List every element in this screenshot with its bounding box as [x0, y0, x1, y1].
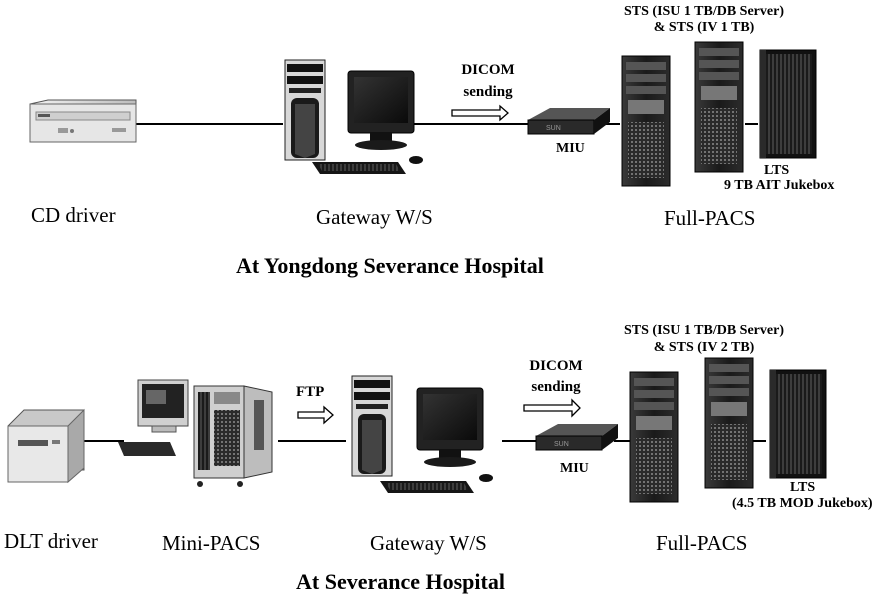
lts-label-2-line2: (4.5 TB MOD Jukebox) [732, 496, 873, 511]
miu-device-icon-2 [535, 423, 619, 451]
cd-driver-label: CD driver [31, 203, 116, 227]
lts-jukebox-icon-2 [769, 369, 827, 479]
dicom-label-2-line1: DICOM [529, 358, 583, 374]
minipacs-label: Mini-PACS [162, 531, 261, 555]
gateway-workstation-icon [284, 59, 423, 174]
gateway-label: Gateway W/S [316, 205, 433, 229]
lts-label-2-line1: LTS [790, 480, 816, 495]
dicom-arrow-icon [451, 104, 509, 122]
miu-device-icon [527, 107, 611, 135]
sts-label-line1: STS (ISU 1 TB/DB Server) [624, 4, 784, 19]
gateway-label-2: Gateway W/S [370, 531, 487, 555]
sts-servers-icon-2 [629, 357, 754, 503]
lts-label-line2: 9 TB AIT Jukebox [724, 178, 835, 193]
top-caption: At Yongdong Severance Hospital [236, 253, 544, 278]
sts-servers-icon [621, 41, 744, 187]
dlt-drive-icon [7, 408, 85, 484]
bottom-caption: At Severance Hospital [296, 569, 505, 594]
cd-drive-icon [29, 99, 137, 143]
sts-label-2-line1: STS (ISU 1 TB/DB Server) [624, 323, 784, 338]
dicom-label-line2: sending [463, 84, 513, 100]
sts-label-2-line2: & STS (IV 2 TB) [653, 340, 755, 355]
fullpacs-label: Full-PACS [664, 206, 756, 230]
miu-label: MIU [556, 141, 585, 156]
dicom-label-2-line2: sending [531, 379, 581, 395]
ftp-arrow-icon [297, 405, 334, 425]
dlt-driver-label: DLT driver [4, 529, 98, 553]
gateway-workstation-icon-2 [351, 375, 493, 493]
mini-pacs-icon [118, 379, 273, 487]
fullpacs-label-2: Full-PACS [656, 531, 748, 555]
lts-label-line1: LTS [764, 163, 790, 178]
lts-jukebox-icon [759, 49, 817, 159]
miu-label-2: MIU [560, 461, 589, 476]
sts-label-line2: & STS (IV 1 TB) [653, 20, 755, 35]
dicom-arrow-icon-2 [523, 398, 581, 418]
dicom-label-line1: DICOM [461, 62, 515, 78]
ftp-label: FTP [296, 384, 325, 400]
